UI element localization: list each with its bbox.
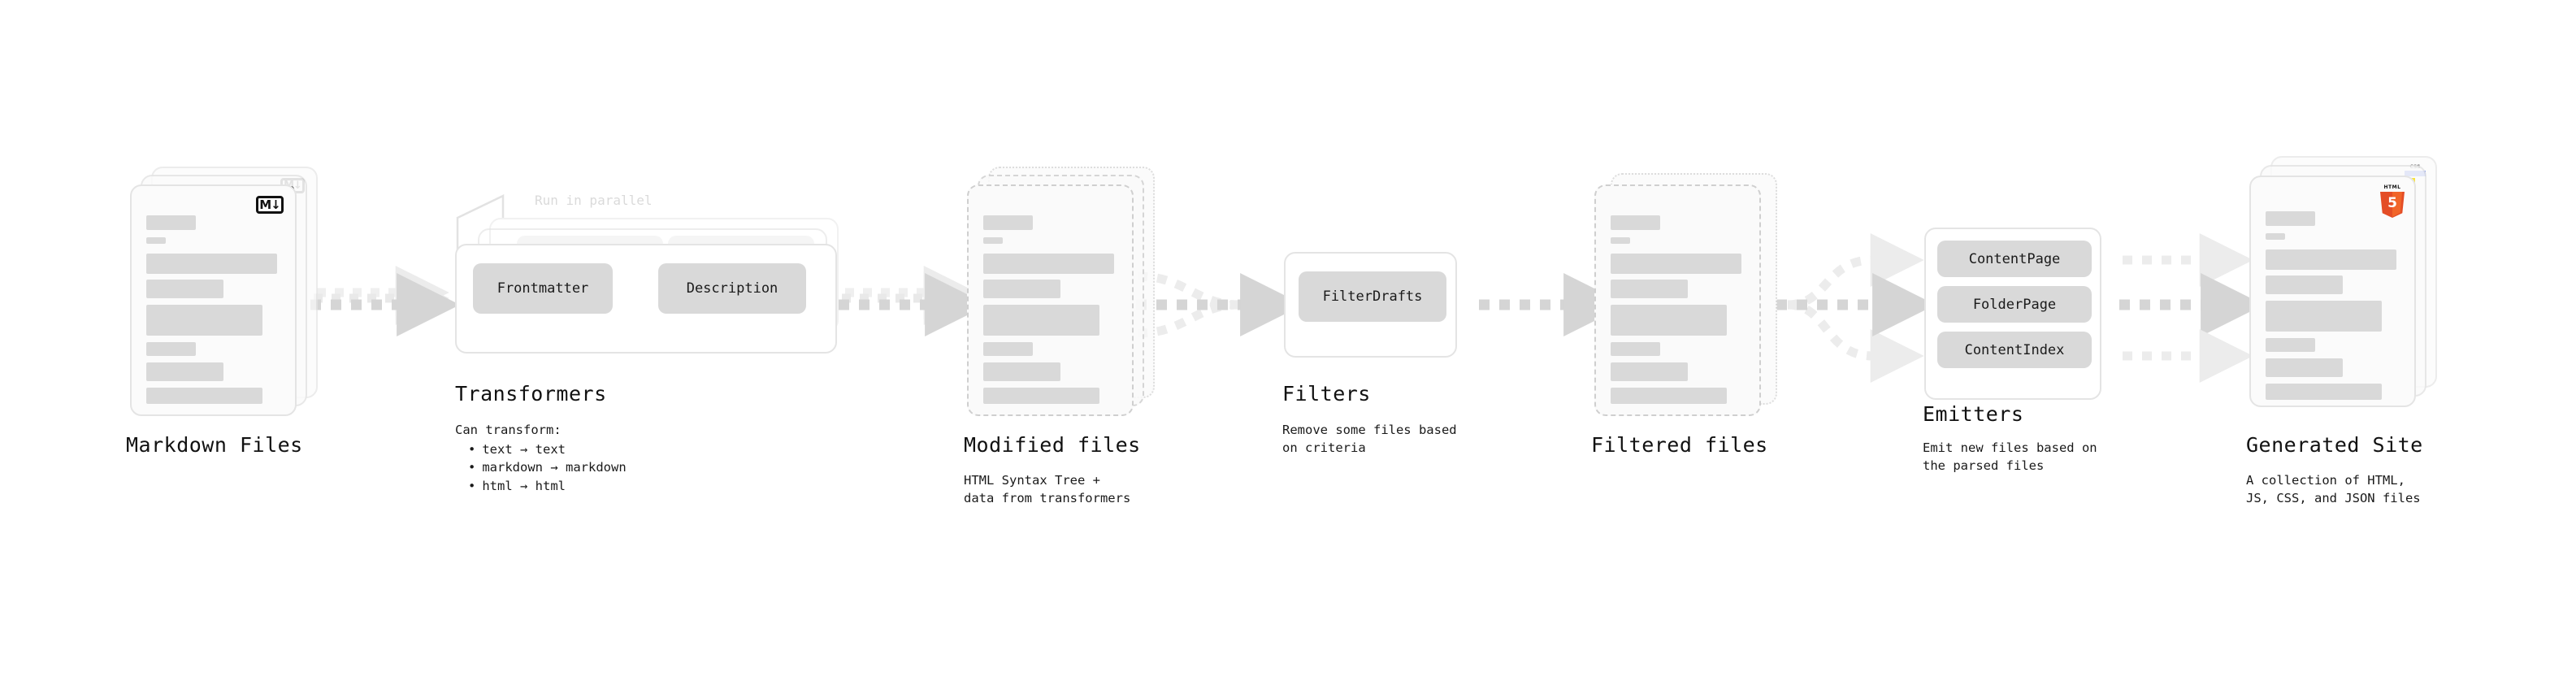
connector-markdown-to-transformers [310, 266, 461, 336]
connector-emitters-to-site [2119, 233, 2265, 383]
transformers-bullet-item: text → text [468, 440, 627, 458]
filtered-file-card-front [1594, 184, 1761, 416]
stage-subtitle-modified-files: HTML Syntax Tree + data from transformer… [964, 473, 1131, 505]
connector-filtered-to-emitters [1776, 233, 1936, 383]
html5-icon: HTML 5 [2380, 184, 2405, 218]
emitters-box[interactable]: ContentPage FolderPage ContentIndex [1924, 228, 2101, 400]
filter-chip-filterdrafts[interactable]: FilterDrafts [1299, 271, 1446, 322]
stage-title-markdown-files: Markdown Files [126, 433, 303, 457]
skeleton-bars [2266, 211, 2401, 407]
transformers-bullet-item: html → html [468, 477, 627, 495]
transformers-bullet-list: text → text markdown → markdown html → h… [455, 439, 627, 495]
stage-title-filters: Filters [1282, 382, 1371, 406]
skeleton-bars [983, 215, 1119, 411]
stage-title-modified-files: Modified files [964, 433, 1141, 457]
modified-file-card-front [967, 184, 1134, 416]
stage-subtitle-emitters: Emit new files based on the parsed files [1923, 440, 2097, 473]
run-in-parallel-label: Run in parallel [535, 193, 653, 208]
stage-title-generated-site: Generated Site [2246, 433, 2423, 457]
emitter-chip-contentpage[interactable]: ContentPage [1937, 241, 2092, 277]
stage-subtitle-transformers: Can transform: [455, 423, 562, 437]
transformer-chip-description[interactable]: Description [658, 263, 806, 314]
stage-title-transformers: Transformers [455, 382, 607, 406]
transformer-chip-frontmatter[interactable]: Frontmatter [473, 263, 613, 314]
stage-subtitle-filters: Remove some files based on criteria [1282, 423, 1457, 455]
stage-title-emitters: Emitters [1923, 402, 2024, 426]
markdown-file-card-front: M↓ [130, 184, 297, 416]
generated-file-card-html: HTML 5 [2249, 176, 2416, 407]
emitter-chip-folderpage[interactable]: FolderPage [1937, 286, 2092, 323]
emitter-chip-contentindex[interactable]: ContentIndex [1937, 332, 2092, 368]
transformer-box-front[interactable]: Frontmatter Description [455, 244, 837, 354]
stage-title-filtered-files: Filtered files [1591, 433, 1768, 457]
connector-transformers-to-modified [839, 266, 989, 336]
skeleton-bars [146, 215, 282, 411]
stage-subtitle-generated-site: A collection of HTML, JS, CSS, and JSON … [2246, 473, 2421, 505]
markdown-icon: M↓ [256, 196, 284, 214]
transformers-bullet-item: markdown → markdown [468, 458, 626, 476]
filters-box[interactable]: FilterDrafts [1284, 252, 1457, 358]
skeleton-bars [1611, 215, 1746, 411]
